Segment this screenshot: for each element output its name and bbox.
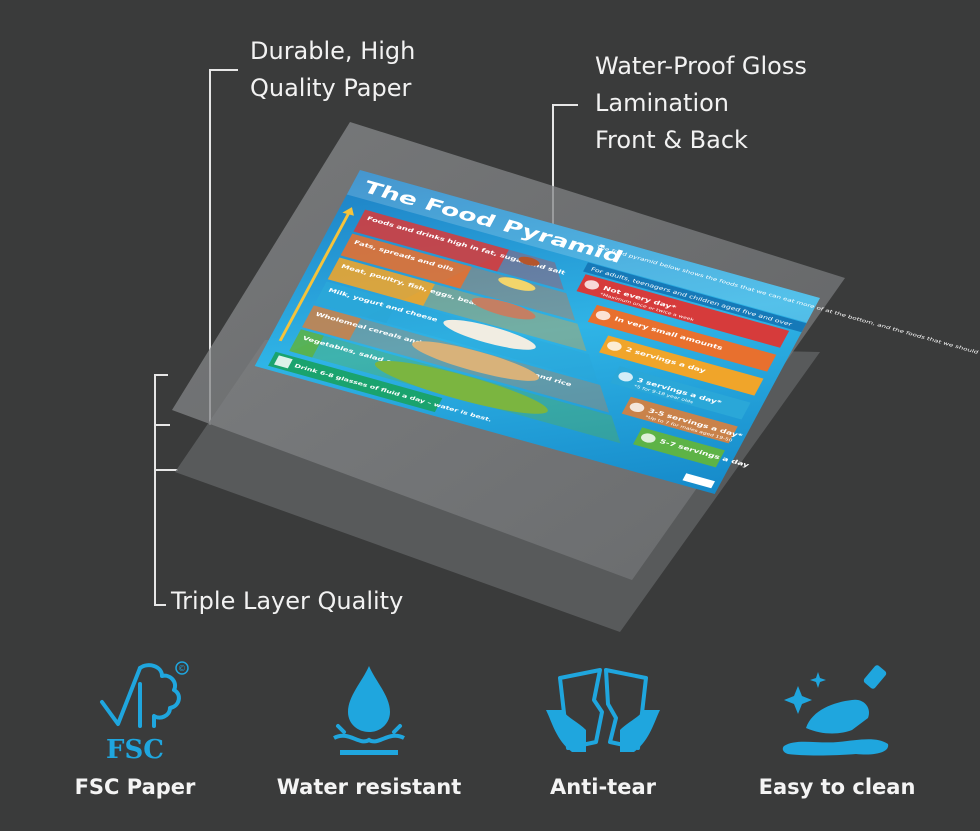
tier-serving-bar [633, 427, 725, 468]
callout-connectors [154, 69, 578, 606]
callout-line: Front & Back [595, 126, 748, 154]
feature-label: Water resistant [276, 775, 462, 799]
torn-paper-icon [546, 668, 660, 752]
svg-text:©: © [178, 664, 186, 673]
tier-band [353, 209, 509, 272]
pyramid-slice [476, 249, 564, 291]
poster-header-band [346, 170, 820, 323]
callout-triple-layer: Triple Layer Quality [171, 583, 403, 620]
feature-fsc: © FSC FSC Paper [20, 660, 250, 820]
tier-serving-bar [610, 366, 751, 420]
plate-icon [595, 310, 611, 321]
side-arrow-head [342, 207, 354, 216]
food-treats [518, 256, 540, 266]
callout-line: Quality Paper [250, 74, 412, 102]
tier-band [289, 329, 324, 358]
wiping-hand-icon [782, 665, 889, 756]
tier-band [314, 281, 398, 324]
tier-serving-bar [599, 335, 764, 396]
food-oils [498, 277, 536, 291]
feature-label: Anti-tear [550, 775, 656, 799]
water-band [268, 351, 443, 413]
callout-line: Water-Proof Gloss [595, 52, 807, 80]
pyramid-slice [402, 284, 587, 352]
publisher-logo [682, 473, 715, 489]
tier-serving-bar [587, 304, 777, 372]
connector-triple [154, 374, 168, 606]
poster-layers-illustration: The Food Pyramid The food pyramid below … [154, 69, 980, 632]
plate-icon [641, 433, 656, 443]
feature-label: FSC Paper [74, 775, 196, 799]
plate-icon [607, 341, 622, 351]
pyramid-slice [439, 266, 576, 321]
pyramid-slice [365, 301, 598, 382]
plate-icon [584, 280, 600, 290]
tier-serving-bar [621, 396, 738, 444]
food-illustrations [374, 256, 548, 414]
feature-easy-to-clean: Easy to clean [722, 660, 952, 820]
callout-line: Durable, High [250, 37, 416, 65]
food-bread [412, 341, 539, 381]
glass-icon [274, 355, 293, 369]
fsc-badge-text: FSC [106, 735, 164, 760]
tier-band [302, 305, 361, 341]
connector-paper [209, 69, 238, 425]
tier-serving-bar [576, 274, 790, 348]
callout-durable-paper: Durable, High Quality Paper [250, 33, 415, 107]
callout-line: Lamination [595, 89, 730, 117]
feature-anti-tear: Anti-tear [488, 660, 718, 820]
callout-gloss-lamination: Water-Proof Gloss Lamination Front & Bac… [595, 48, 807, 159]
feature-label: Easy to clean [758, 775, 916, 799]
poster: The Food Pyramid The food pyramid below … [254, 170, 980, 495]
tier-band [340, 233, 472, 289]
food-dairy [443, 319, 536, 350]
plate-icon [618, 372, 633, 382]
water-drop-icon [333, 666, 405, 755]
plate-icon [629, 402, 645, 413]
tier-band [327, 257, 435, 306]
food-meat [471, 297, 536, 320]
poster-audience-band [583, 262, 807, 333]
fsc-tree-icon: © FSC [100, 661, 189, 760]
feature-water-resistant: Water resistant [254, 660, 484, 820]
side-arrow [278, 210, 352, 342]
callout-line: Triple Layer Quality [171, 587, 404, 615]
food-vegetables [374, 360, 548, 414]
